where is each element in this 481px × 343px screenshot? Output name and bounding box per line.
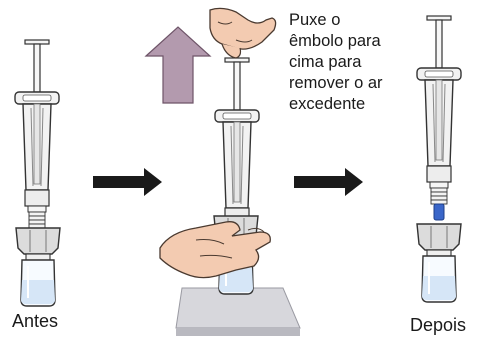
work-surface: [175, 287, 301, 336]
syringe-before: [14, 39, 60, 245]
instruction-text: Puxe o êmbolo para cima para remover o a…: [289, 11, 383, 113]
up-arrow-icon: [144, 26, 212, 104]
right-arrow-icon: [294, 168, 363, 196]
vial-before: [15, 227, 61, 307]
label-before: Antes: [12, 311, 59, 331]
label-after: Depois: [410, 315, 467, 335]
right-arrow-icon: [93, 168, 162, 196]
vial-after: [416, 223, 462, 303]
hand-icon: [209, 7, 277, 59]
hand-lower: [159, 221, 271, 279]
